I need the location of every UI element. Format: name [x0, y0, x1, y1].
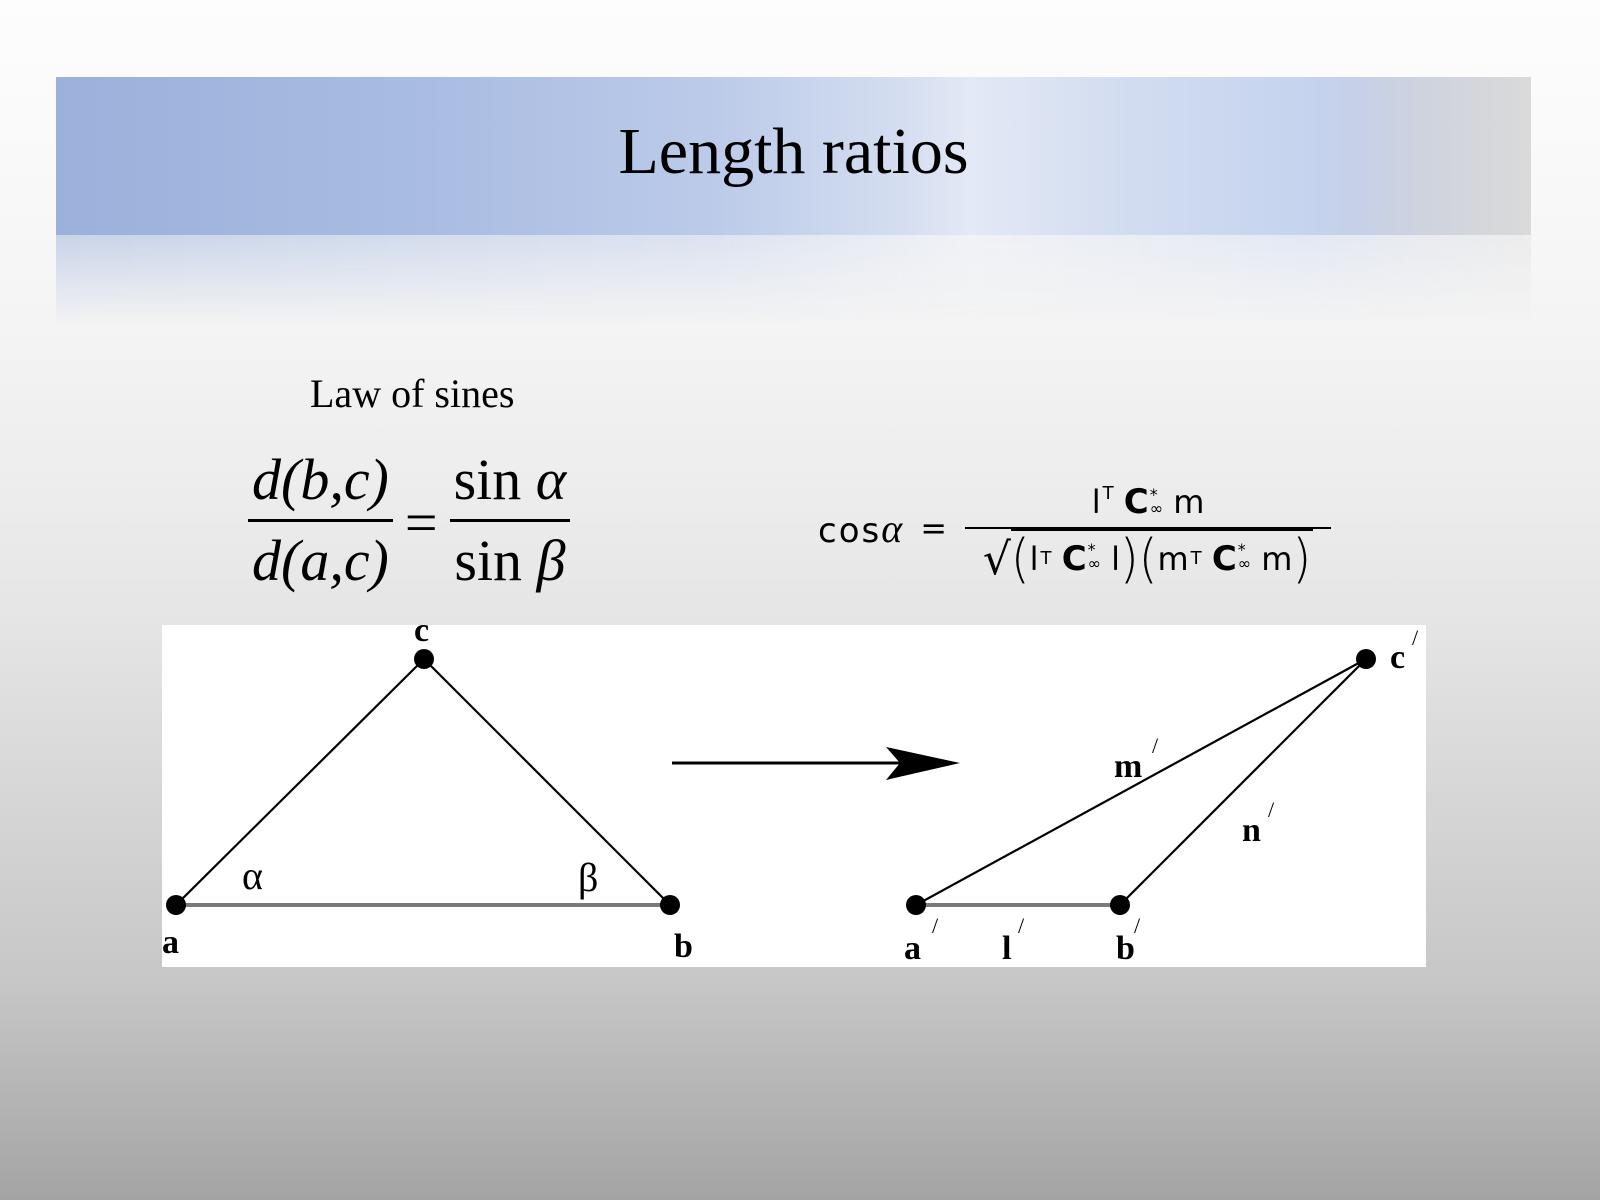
fraction-bar	[449, 518, 571, 522]
edge-m	[915, 658, 1367, 906]
fraction-bar	[965, 527, 1332, 529]
prime-mark: /	[1152, 733, 1159, 758]
cos-alpha: cosα	[818, 505, 905, 551]
edge-n	[1119, 658, 1367, 906]
prime-mark: /	[1268, 797, 1275, 822]
label-c: c	[414, 625, 429, 649]
label-c-prime: c	[1390, 639, 1405, 676]
prime-mark: /	[1018, 913, 1025, 938]
angle-alpha: α	[242, 853, 263, 898]
vertex-a-prime	[906, 895, 926, 915]
prime-mark: /	[932, 913, 939, 938]
sqrt-sign: √	[982, 534, 1011, 585]
vertex-c	[414, 649, 434, 669]
transformed-triangle: a / l / b / c / m / n /	[904, 625, 1419, 967]
sin-alpha: sin α	[453, 446, 567, 512]
label-b-prime: b	[1116, 930, 1135, 967]
distance-ratio: d(b,c) d(a,c)	[248, 441, 393, 600]
equals-sign: =	[404, 489, 438, 555]
angle-beta: β	[578, 855, 598, 900]
label-l-prime: l	[1002, 930, 1011, 967]
distance-bc: d(b,c)	[252, 446, 389, 512]
vertex-c-prime	[1356, 649, 1376, 669]
slide-title: Length ratios	[618, 115, 969, 188]
transform-arrow-icon	[672, 747, 960, 780]
law-of-sines-heading: Law of sines	[310, 371, 515, 416]
edge-bc	[423, 658, 671, 906]
sin-beta: sin β	[454, 527, 566, 593]
fraction-bar	[248, 518, 393, 522]
law-of-sines-formula: d(b,c) d(a,c) = sin α sin β	[248, 440, 571, 600]
label-b: b	[674, 928, 693, 965]
vertex-a	[166, 895, 186, 915]
label-a-prime: a	[904, 930, 921, 967]
title-reflection	[56, 235, 1531, 325]
triangle-transform-diagram: a b c α β a / l / b / c / m	[162, 625, 1419, 967]
equals-sign: =	[920, 509, 948, 547]
prime-mark: /	[1134, 913, 1141, 938]
label-a: a	[162, 924, 179, 961]
diagram-panel: a b c α β a / l / b / c / m	[162, 625, 1426, 967]
vertex-b	[660, 895, 680, 915]
edge-ac	[175, 658, 425, 906]
label-m-prime: m	[1114, 748, 1142, 785]
label-n-prime: n	[1242, 812, 1261, 849]
vertex-b-prime	[1110, 895, 1130, 915]
original-triangle: a b c α β	[162, 625, 693, 965]
distance-ac: d(a,c)	[252, 527, 389, 593]
sine-ratio: sin α sin β	[449, 441, 571, 600]
title-band	[56, 77, 1531, 235]
prime-mark: /	[1412, 625, 1419, 650]
